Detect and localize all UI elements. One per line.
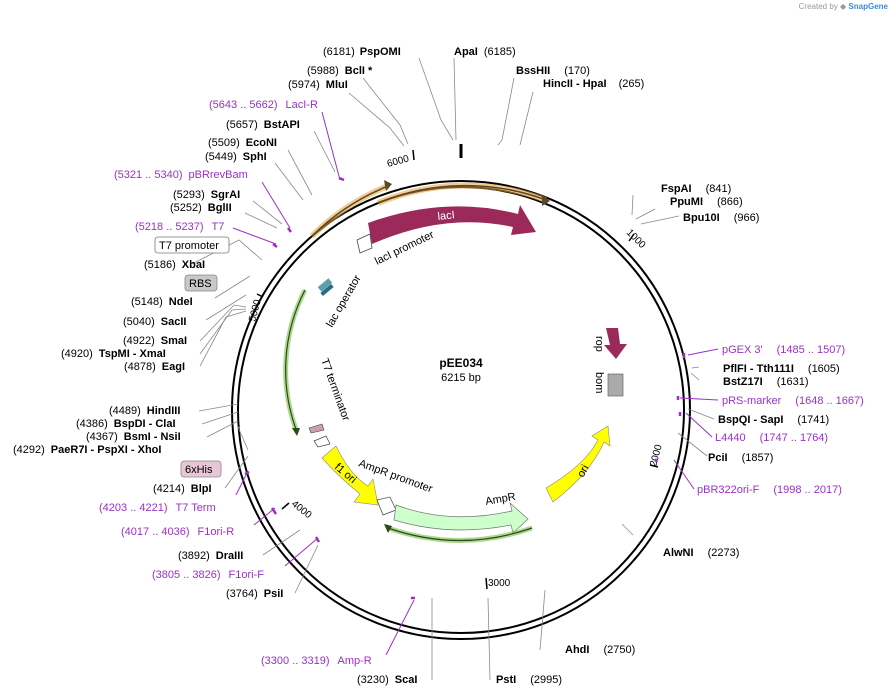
backbone-inner xyxy=(237,186,685,634)
primer-label: L4440(1747 .. 1764) xyxy=(715,432,828,444)
enzyme-label: (5974)MluI xyxy=(288,79,348,91)
green-arc-bottom xyxy=(384,524,533,543)
t7-promoter-label: T7 promoter xyxy=(159,240,219,252)
plasmid-name: pEE034 xyxy=(439,356,483,370)
enzyme-label: Bpu10I(966) xyxy=(683,212,759,224)
primer-label: (4203 .. 4221)T7 Term xyxy=(99,502,216,514)
ori-label: ori xyxy=(575,463,592,480)
enzyme-label: (5252)BglII xyxy=(170,202,232,214)
primer-label: (5643 .. 5662)LacI-R xyxy=(209,99,318,111)
snapgene-logo-icon: ◆ xyxy=(840,2,847,11)
credit-brand: SnapGene xyxy=(848,2,888,11)
tick-3000: 3000 xyxy=(488,578,511,589)
enzyme-label: (4292)PaeR7I - PspXI - XhoI xyxy=(13,444,161,456)
enzyme-label: (5148)NdeI xyxy=(131,296,193,308)
enzyme-label: FspAI(841) xyxy=(661,183,731,195)
lac-operator-feature xyxy=(317,278,334,297)
primer-label: pGEX 3'(1485 .. 1507) xyxy=(722,344,845,356)
ampr-label: AmpR xyxy=(484,491,516,508)
snapgene-credit: Created by ◆ SnapGene xyxy=(799,2,888,11)
enzyme-labels: (6181)PspOMI ApaI(6185) (5988)BclI * (59… xyxy=(13,46,840,686)
primer-marks xyxy=(232,111,719,656)
enzyme-label: (4878)EagI xyxy=(124,361,185,373)
primer-label: (4017 .. 4036)F1ori-R xyxy=(121,526,234,538)
t7-promoter-box xyxy=(154,236,230,254)
lacI-promoter-arrow xyxy=(356,233,373,254)
leader-lines xyxy=(191,57,715,681)
primer-label: (5321 .. 5340)pBRrevBam xyxy=(114,169,248,181)
primer-label: (5218 .. 5237)T7 xyxy=(135,221,224,233)
enzyme-label: (3892)DraIII xyxy=(178,550,243,562)
ampr-promoter-arrow xyxy=(376,496,397,516)
his-tag-box xyxy=(180,460,222,478)
lacI-label: lacI xyxy=(437,209,455,223)
primer-label: (3805 .. 3826)F1ori-F xyxy=(152,569,264,581)
enzyme-label: BspQI - SapI(1741) xyxy=(718,414,829,426)
enzyme-label: (3764)PsiI xyxy=(226,588,283,600)
tick-6000: 6000 xyxy=(386,153,411,169)
enzyme-label: PflFI - Tth111I(1605) xyxy=(723,363,840,375)
backbone-outer xyxy=(231,180,691,640)
t7-terminator-arrow xyxy=(308,423,325,434)
enzyme-label: (5186)XbaI xyxy=(144,259,205,271)
rop-label: rop xyxy=(593,336,605,352)
f1-ori-arrow xyxy=(321,445,379,506)
primer-labels: (5643 .. 5662)LacI-R (5321 .. 5340)pBRre… xyxy=(99,99,864,667)
his-tag-label: 6xHis xyxy=(185,464,213,476)
t7-terminator-label: T7 terminator xyxy=(318,357,352,423)
enzyme-label: BssHII(170) xyxy=(516,65,590,77)
enzyme-label: PciI(1857) xyxy=(708,452,773,464)
enzyme-label: (3230)ScaI xyxy=(357,674,417,686)
enzyme-label: (5293)SgrAI xyxy=(173,189,240,201)
enzyme-label: AhdI(2750) xyxy=(565,644,635,656)
primer-label: pBR322ori-F(1998 .. 2017) xyxy=(697,484,842,496)
rbs-box xyxy=(184,274,218,292)
enzyme-label: PstI(2995) xyxy=(496,674,562,686)
ampr-arrow xyxy=(393,501,529,534)
primer-label: pRS-marker(1648 .. 1667) xyxy=(722,395,864,407)
bom-box xyxy=(607,373,624,397)
tick-4000: 4000 xyxy=(289,499,314,522)
green-arc-left xyxy=(283,288,308,436)
enzyme-label: PpuMI(866) xyxy=(670,196,743,208)
enzyme-label: (4386)BspDI - ClaI xyxy=(76,418,176,430)
enzyme-label: (4920)TspMI - XmaI xyxy=(61,348,166,360)
enzyme-label: (4922)SmaI xyxy=(123,335,187,347)
small-promoter-arrow xyxy=(313,435,331,448)
feature-orange-arc xyxy=(309,180,550,239)
rbs-label: RBS xyxy=(189,278,212,290)
tick-1000: 1000 xyxy=(624,227,648,251)
enzyme-label: (5988)BclI * xyxy=(307,65,373,77)
enzyme-label: BstZ17I(1631) xyxy=(723,376,809,388)
bom-label: bom xyxy=(593,372,605,393)
enzyme-label: HincII - HpaI(265) xyxy=(543,78,644,90)
plasmid-length: 6215 bp xyxy=(441,372,481,384)
enzyme-label: (5040)SacII xyxy=(123,316,186,328)
enzyme-label: (5657)BstAPI xyxy=(226,119,300,131)
primer-label: (3300 .. 3319)Amp-R xyxy=(261,655,372,667)
tick-2000: 2000 xyxy=(648,443,664,468)
enzyme-label: (5509)EcoNI xyxy=(208,137,277,149)
lacI-arrow xyxy=(368,205,536,244)
enzyme-label: AlwNI(2273) xyxy=(663,547,739,559)
rop-arrow xyxy=(604,328,627,359)
enzyme-label: (4489)HindIII xyxy=(109,405,180,417)
enzyme-label: (6181)PspOMI xyxy=(323,46,401,58)
credit-prefix: Created by xyxy=(798,2,838,11)
enzyme-label: (4214)BlpI xyxy=(153,483,212,495)
enzyme-label: (5449)SphI xyxy=(205,151,267,163)
enzyme-label: (4367)BsmI - NsiI xyxy=(86,431,181,443)
ori-arrow xyxy=(545,425,611,503)
enzyme-label: ApaI(6185) xyxy=(454,46,516,58)
